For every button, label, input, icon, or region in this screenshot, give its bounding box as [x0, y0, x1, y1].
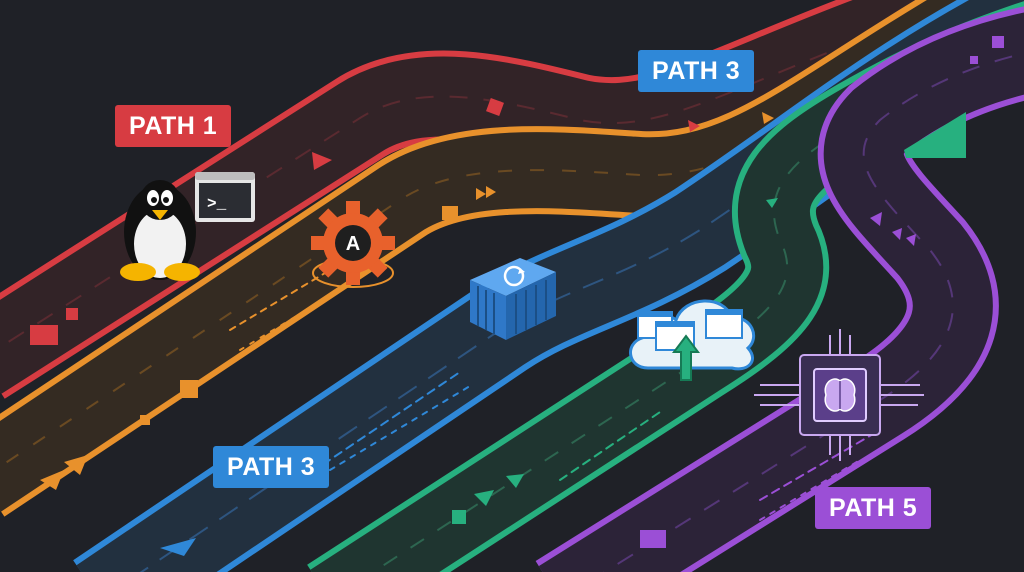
label-path-3-bottom: PATH 3	[213, 446, 330, 488]
road-markers	[30, 36, 1004, 556]
label-path-3-top: PATH 3	[638, 50, 755, 92]
terminal-prompt: >_	[207, 195, 227, 213]
label-path-1: PATH 1	[115, 105, 232, 147]
cloud-deploy-icon	[629, 299, 755, 381]
label-path-5: PATH 5	[815, 487, 932, 529]
ansible-gear-icon: A	[311, 201, 395, 288]
ansible-letter: A	[346, 233, 360, 255]
terminal-icon: >_	[195, 172, 255, 222]
ai-chip-icon	[754, 329, 924, 461]
container-box-icon	[470, 258, 556, 340]
linux-penguin-icon	[120, 180, 200, 281]
road-path-5	[535, 6, 1024, 572]
